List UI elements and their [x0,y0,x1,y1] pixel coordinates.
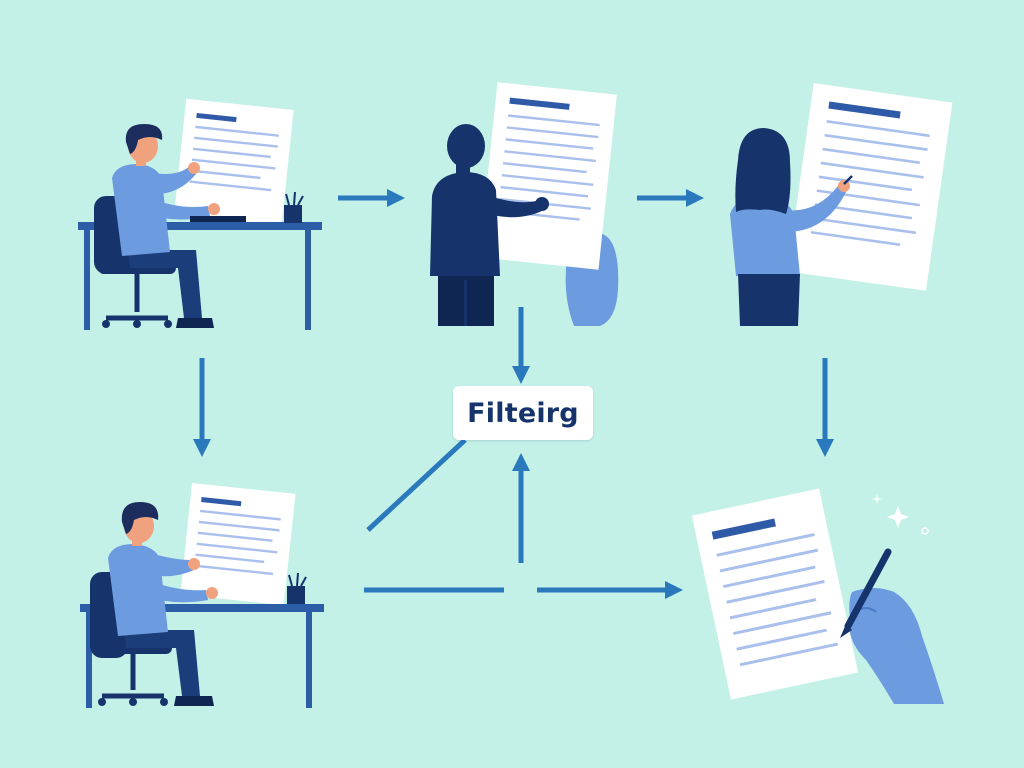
signed-document [691,488,944,704]
filter-label: Filteirg [467,397,579,429]
reviewer-desk-bottom [80,482,324,708]
pen-cup-icon [287,572,307,604]
reviewer-woman [730,83,953,326]
flow-arrows [193,189,834,599]
sparkle-icon [872,494,929,535]
connector-diagonal [366,438,467,532]
document [479,82,617,270]
filter-box: Filteirg [453,386,593,440]
pen-icon [840,548,892,638]
document [787,83,953,291]
reviewer-standing [430,82,619,326]
document [691,488,859,700]
document [180,482,296,606]
reviewer-desk-top [78,98,322,330]
document [173,98,294,228]
pen-cup-icon [284,191,304,223]
